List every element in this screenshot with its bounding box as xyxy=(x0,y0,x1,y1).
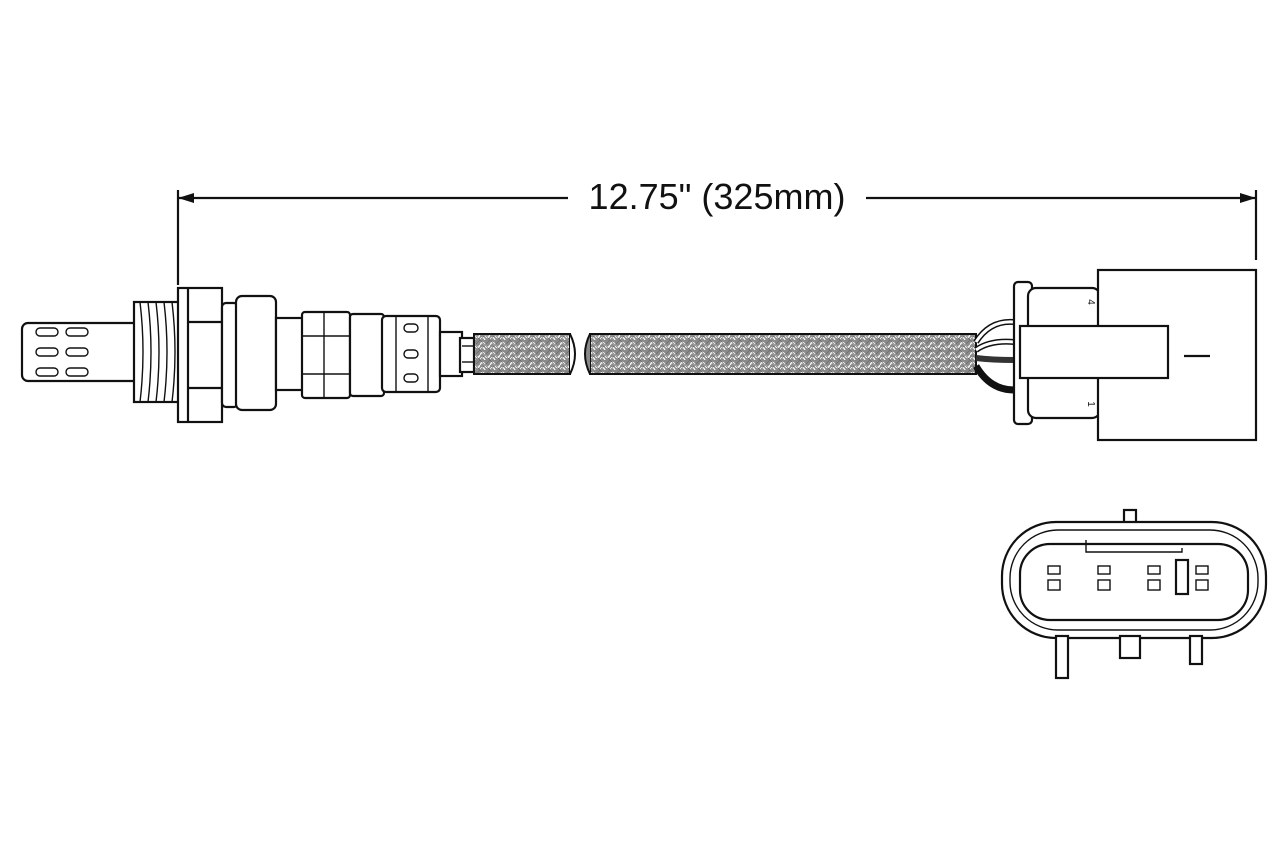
dimension-left-arrow xyxy=(178,193,194,203)
sensor-body xyxy=(220,294,476,412)
sensor-hex-nut xyxy=(176,286,224,424)
lead-wires xyxy=(972,318,1015,394)
dimension-right-arrow xyxy=(1240,193,1256,203)
pin-label-4: 4 xyxy=(1085,299,1096,305)
connector-end-view xyxy=(1000,508,1268,680)
sensor-probe-tip xyxy=(20,321,142,383)
braided-cable xyxy=(473,333,977,375)
sensor-thread xyxy=(132,300,182,404)
dimension-line: 12.75" (325mm) xyxy=(176,176,1258,285)
pin-label-1: 1 xyxy=(1085,401,1096,407)
dimension-label: 12.75" (325mm) xyxy=(589,176,846,217)
connector-side-view: 4 1 xyxy=(1012,268,1258,442)
